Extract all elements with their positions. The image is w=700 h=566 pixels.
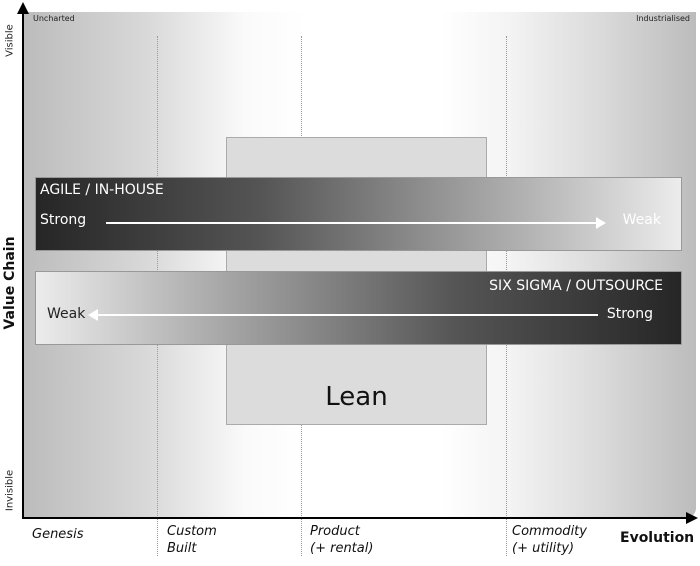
x-axis-arrow-icon bbox=[686, 512, 698, 524]
agile-band: AGILE / IN-HOUSE Strong Weak bbox=[35, 177, 682, 251]
agile-title: AGILE / IN-HOUSE bbox=[40, 182, 164, 198]
stage-genesis: Genesis bbox=[32, 526, 83, 543]
arrow-left-icon bbox=[98, 314, 598, 316]
stage-line: Commodity bbox=[512, 524, 587, 539]
stage-line: Product bbox=[310, 524, 360, 539]
agile-strong-label: Strong bbox=[40, 212, 87, 228]
y-axis-arrow-icon bbox=[17, 2, 29, 14]
visible-label: Visible bbox=[4, 24, 16, 57]
value-chain-label: Value Chain bbox=[2, 236, 18, 330]
y-axis-line bbox=[22, 10, 24, 519]
six-sigma-band: SIX SIGMA / OUTSOURCE Weak Strong bbox=[35, 271, 682, 345]
agile-weak-label: Weak bbox=[622, 212, 661, 228]
evolution-label: Evolution bbox=[620, 530, 695, 546]
six-sigma-title: SIX SIGMA / OUTSOURCE bbox=[489, 278, 663, 294]
arrowhead-icon bbox=[596, 217, 606, 229]
arrowhead-icon bbox=[88, 309, 98, 321]
arrow-right-icon bbox=[106, 222, 596, 224]
stage-line: (+ utility) bbox=[512, 541, 575, 556]
stage-commodity: Commodity (+ utility) bbox=[512, 523, 587, 557]
industrialised-label: Industrialised bbox=[636, 14, 690, 23]
stage-line: Genesis bbox=[32, 527, 84, 542]
six-sigma-weak-label: Weak bbox=[47, 306, 86, 322]
lean-label: Lean bbox=[325, 382, 388, 412]
stage-line: Custom bbox=[167, 524, 217, 539]
invisible-label: Invisible bbox=[4, 469, 16, 512]
stage-product: Product (+ rental) bbox=[310, 523, 373, 557]
six-sigma-strong-label: Strong bbox=[606, 306, 653, 322]
stage-line: Built bbox=[167, 541, 197, 556]
x-axis-line bbox=[22, 517, 690, 519]
stage-line: (+ rental) bbox=[310, 541, 374, 556]
uncharted-label: Uncharted bbox=[33, 14, 75, 23]
